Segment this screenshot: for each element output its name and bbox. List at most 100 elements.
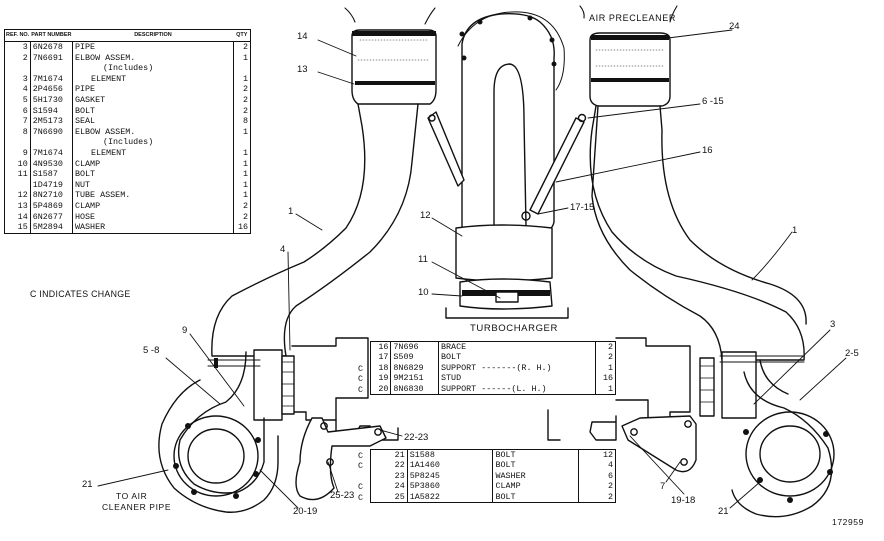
part-number: 7N6690	[30, 126, 73, 138]
callout-description: WASHER	[495, 470, 526, 481]
change-marker: C	[358, 363, 364, 374]
callout-qty: 6	[578, 470, 616, 482]
callout-1-right: 1	[792, 225, 798, 236]
turbocharger-label: TURBOCHARGER	[470, 323, 558, 334]
callout-ref: 24	[370, 481, 408, 492]
to-air-cleaner-label-line2: CLEANER PIPE	[102, 502, 172, 512]
callout-6-15: 6 -15	[702, 96, 724, 107]
callout-description: STUD	[441, 373, 462, 384]
part-qty: 1	[233, 190, 251, 201]
right-hose-24	[589, 32, 671, 107]
part-description: SEAL	[74, 116, 96, 127]
callout-qty: 1	[594, 362, 616, 374]
callout-1-left: 1	[288, 206, 294, 217]
part-qty: 2	[233, 200, 251, 212]
callout-part-number: S1588	[407, 449, 494, 461]
part-ref: 7	[4, 116, 31, 127]
part-number: 7M1674	[30, 147, 73, 159]
part-description: NUT	[74, 179, 91, 190]
part-number: 6N2678	[30, 41, 73, 53]
part-description: PIPE	[74, 42, 96, 52]
header-qty: QTY	[233, 29, 251, 42]
part-ref: 13	[4, 200, 31, 212]
callout-qty: 16	[594, 373, 616, 384]
callout-25-23: 25-23	[330, 490, 355, 501]
part-ref: 10	[4, 158, 31, 170]
right-elbow-pipe-1	[589, 105, 807, 361]
change-note: C INDICATES CHANGE	[30, 289, 131, 299]
part-description: ELEMENT	[90, 73, 127, 84]
part-description: PIPE	[74, 84, 96, 95]
change-marker: C	[358, 451, 364, 461]
part-number: 8N2710	[30, 190, 73, 201]
callout-9: 9	[182, 325, 188, 336]
right-lower-elbow	[731, 359, 835, 518]
callout-4: 4	[280, 244, 286, 255]
leader-lines	[97, 29, 847, 509]
part-ref	[4, 137, 31, 148]
to-air-cleaner-label-line1: TO AIR	[116, 491, 148, 501]
part-description: (Includes)	[102, 137, 154, 148]
part-qty: 1	[233, 147, 251, 159]
part-number: 2P4656	[30, 84, 73, 95]
part-number: 5M2894	[30, 222, 73, 234]
part-ref: 11	[4, 169, 31, 180]
callout-qty: 2	[594, 352, 616, 363]
callout-part-number: 1A1460	[407, 460, 494, 471]
part-number: 5H1730	[30, 94, 73, 106]
callout-description: BRACE	[441, 342, 467, 352]
callout-5-8: 5 -8	[143, 345, 160, 356]
part-ref: 2	[4, 52, 31, 64]
callout-22-23: 22-23	[404, 432, 429, 443]
part-ref: 6	[4, 105, 31, 117]
part-description: ELEMENT	[90, 147, 127, 158]
part-ref: 8	[4, 126, 31, 138]
part-number: 7M1674	[30, 73, 73, 85]
callout-qty: 2	[578, 491, 616, 503]
callout-19-18: 19-18	[671, 495, 696, 506]
clamp-10	[459, 278, 553, 310]
part-qty: 2	[233, 105, 251, 117]
figure-number: 172959	[832, 517, 864, 527]
callout-part-number: 8N6830	[390, 383, 439, 395]
part-description: CLAMP	[74, 158, 101, 169]
air-precleaner-label: AIR PRECLEANER	[589, 13, 676, 23]
part-qty: 2	[233, 84, 251, 95]
part-qty: 16	[233, 222, 251, 234]
part-ref: 9	[4, 147, 31, 159]
part-description: WASHER	[74, 222, 106, 233]
callout-qty: 2	[578, 481, 616, 492]
callout-description: BOLT	[441, 352, 462, 363]
callout-21-left: 21	[82, 479, 93, 490]
part-number: 4N9530	[30, 158, 73, 170]
part-ref: 3	[4, 73, 31, 85]
part-number: 5P4869	[30, 200, 73, 212]
callout-ref: 23	[370, 470, 408, 482]
callout-qty: 2	[594, 341, 616, 353]
part-qty: 1	[233, 179, 251, 191]
callout-part-number: 9M2151	[390, 373, 439, 384]
callout-13: 13	[297, 64, 308, 75]
part-number: 1D4719	[30, 179, 73, 191]
part-ref: 15	[4, 222, 31, 234]
callout-24: 24	[729, 21, 740, 32]
part-description: CLAMP	[74, 200, 101, 211]
support-right-18	[621, 415, 697, 473]
